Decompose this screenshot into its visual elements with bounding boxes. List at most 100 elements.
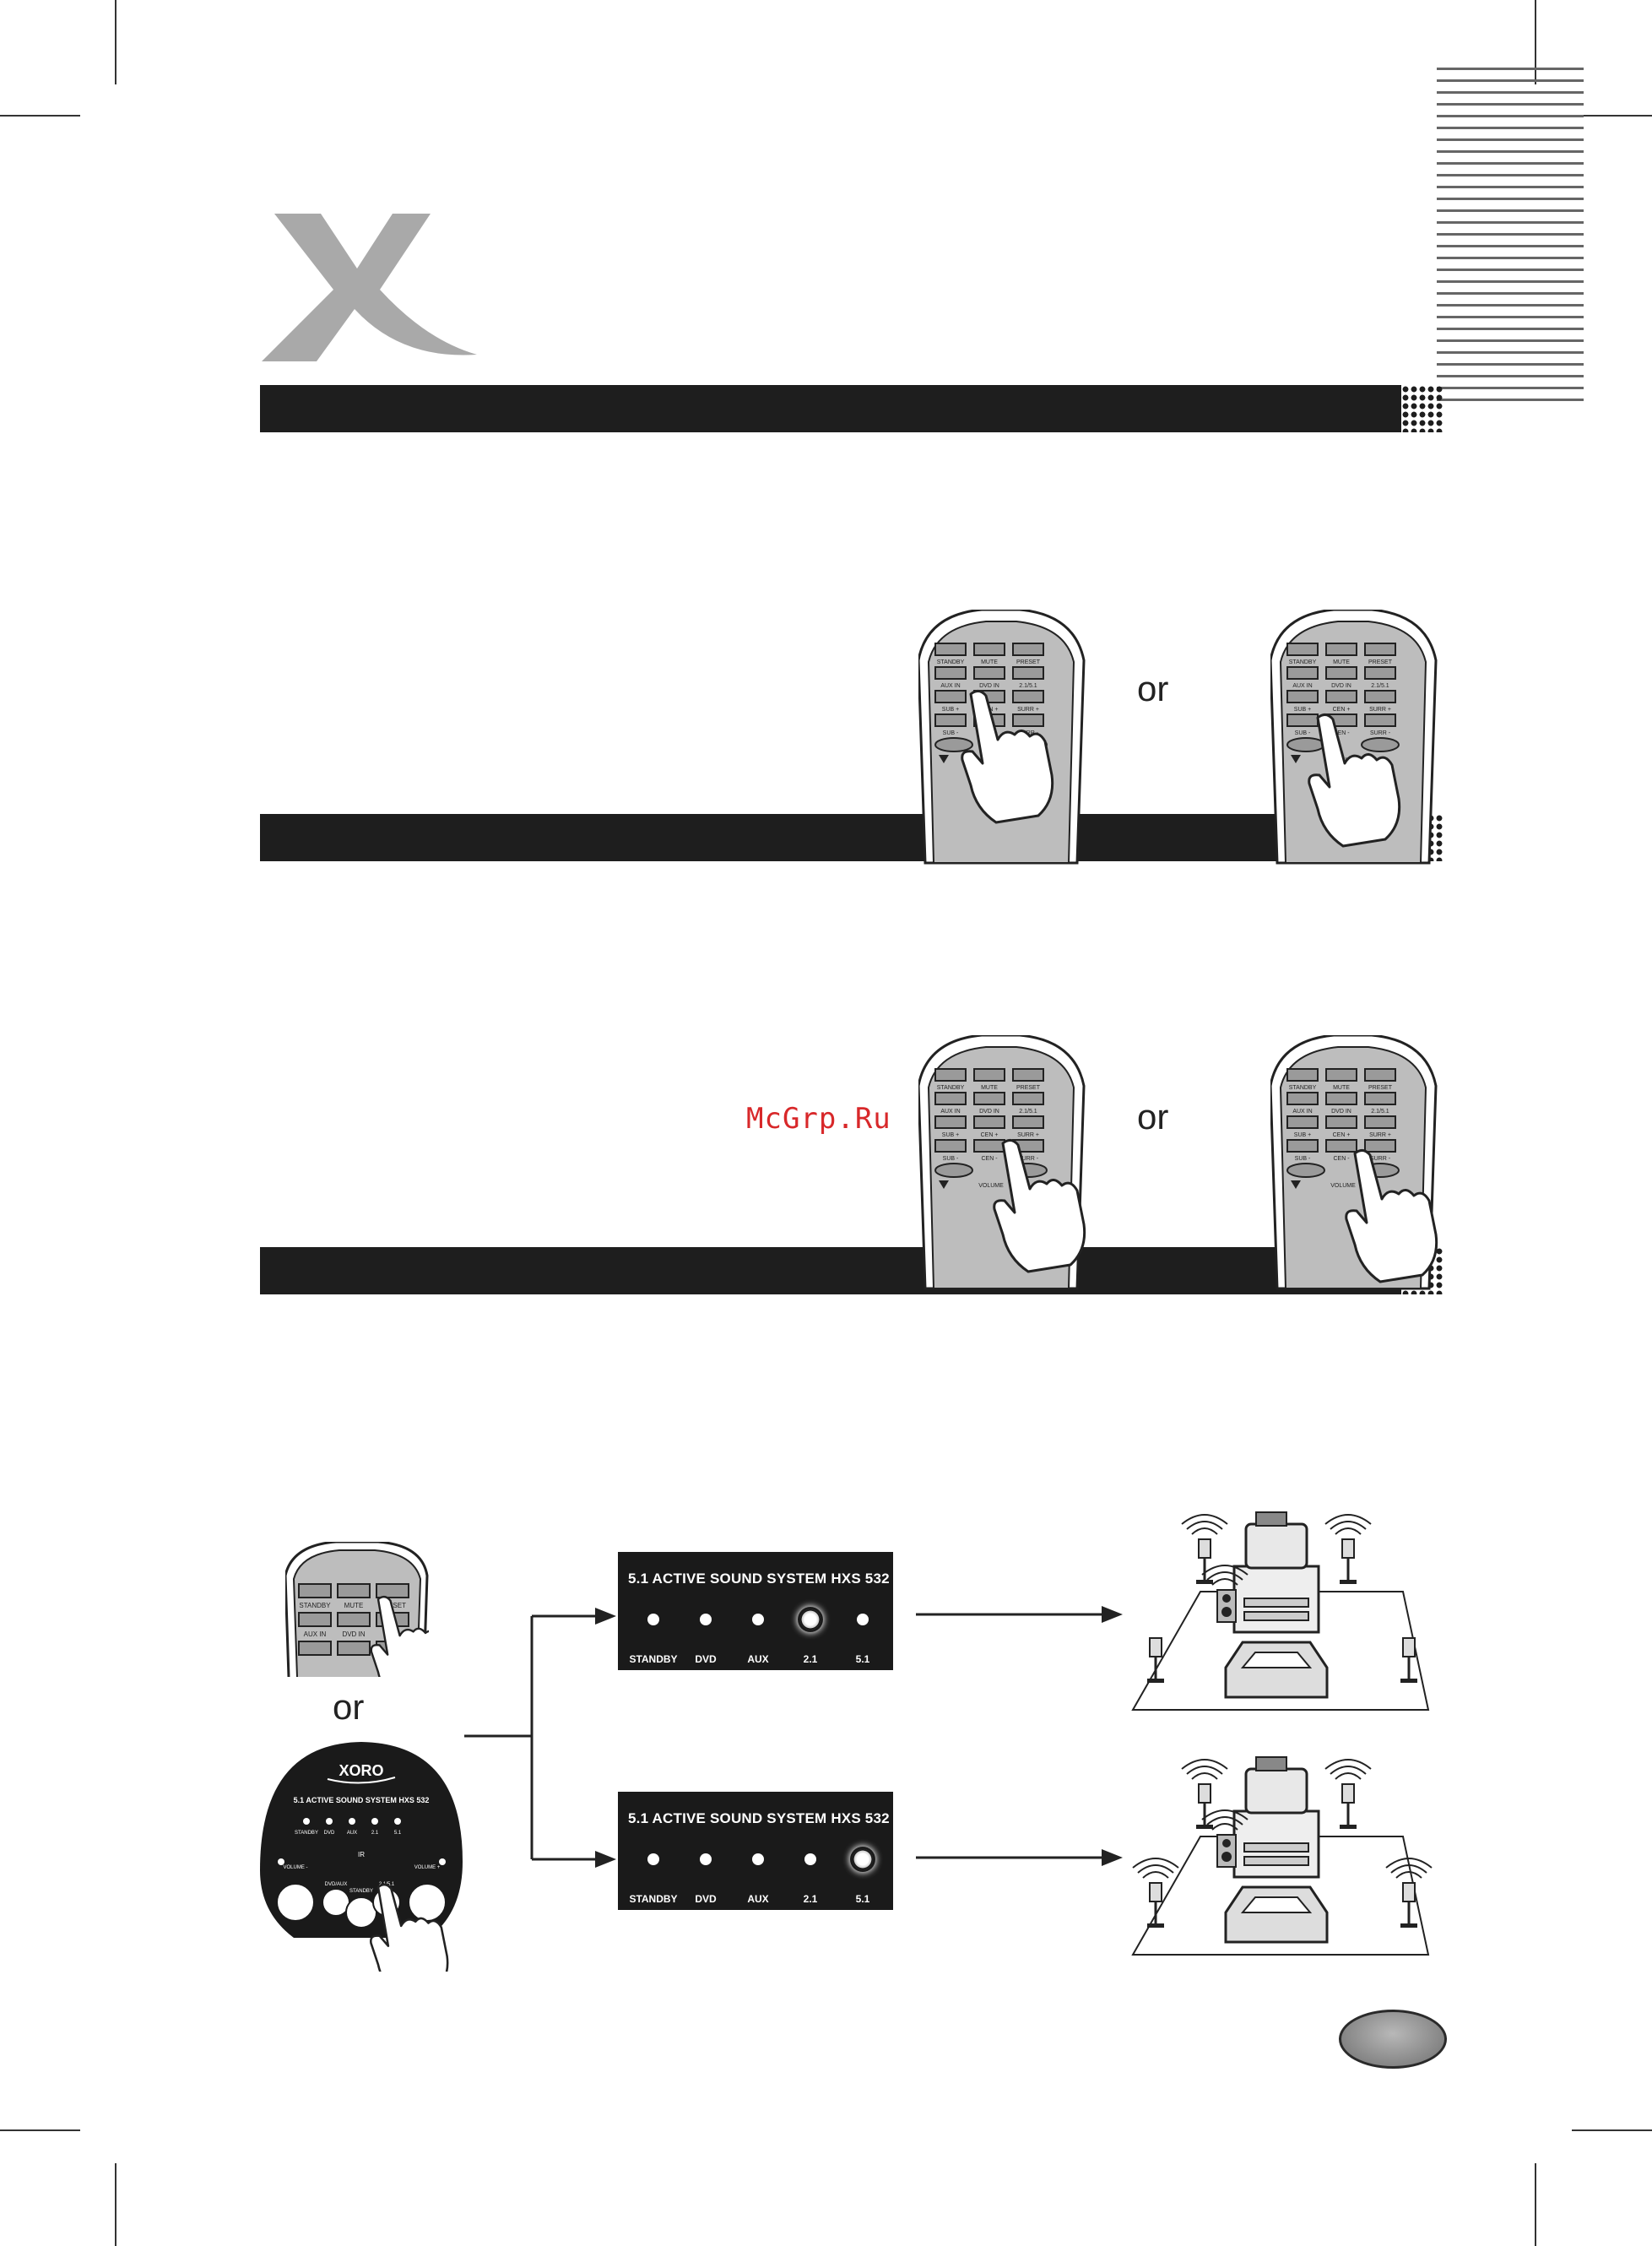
remote-label: AUX IN bbox=[940, 1109, 960, 1115]
remote-label: SUB - bbox=[1295, 730, 1311, 736]
remote-label: CEN + bbox=[1333, 1132, 1351, 1138]
indicator-led-active bbox=[853, 1849, 873, 1869]
remote-label: SURR + bbox=[1369, 1132, 1391, 1138]
remote-label: SURR - bbox=[1370, 1156, 1391, 1162]
crop-mark bbox=[115, 0, 116, 84]
room-scene-2-1 bbox=[1116, 1507, 1445, 1718]
watermark-text: McGrp.Ru bbox=[746, 1102, 891, 1136]
remote-label: SURR - bbox=[1370, 730, 1391, 736]
standby-label: STANDBY bbox=[349, 1889, 373, 1894]
remote-control-illustration: STANDBY MUTE PRESET AUX IN DVD IN 2.1/5.… bbox=[1269, 1033, 1439, 1293]
remote-label: SUB + bbox=[1294, 1132, 1311, 1138]
indicator-led bbox=[804, 1853, 816, 1865]
remote-label: DVD IN bbox=[1331, 1109, 1351, 1115]
indicator-led bbox=[647, 1853, 659, 1865]
crop-mark bbox=[0, 115, 80, 117]
remote-label: SUB + bbox=[942, 1132, 959, 1138]
ir-label: IR bbox=[358, 1851, 365, 1858]
front-panel-illustration: XORO 5.1 ACTIVE SOUND SYSTEM HXS 532 STA… bbox=[260, 1735, 463, 1998]
or-label: or bbox=[1137, 669, 1169, 708]
remote-label: 2.1/5.1 bbox=[1371, 683, 1389, 689]
crop-mark bbox=[1535, 0, 1536, 84]
remote-label: VOLUME bbox=[978, 1183, 1004, 1189]
remote-label: STANDBY bbox=[1289, 1085, 1317, 1091]
remote-label: SURR - bbox=[1018, 1156, 1039, 1162]
page-number-badge bbox=[1339, 2010, 1447, 2069]
section-header-bar bbox=[260, 1247, 1443, 1294]
indicator-label: 2.1 bbox=[803, 1653, 818, 1665]
remote-label: PRESET bbox=[1368, 659, 1393, 665]
remote-control-illustration: STANDBY MUTE PRESET AUX IN DVD IN 2. bbox=[284, 1540, 445, 1703]
indicator-label: 5.1 bbox=[394, 1831, 402, 1836]
or-label: or bbox=[333, 1687, 365, 1727]
remote-label: MUTE bbox=[344, 1602, 364, 1609]
flow-arrows bbox=[464, 1606, 1123, 1868]
panel-title: 5.1 ACTIVE SOUND SYSTEM HXS 532 bbox=[628, 1810, 890, 1826]
remote-label: DVD IN bbox=[979, 683, 999, 689]
crop-mark bbox=[115, 2163, 116, 2246]
remote-label: MUTE bbox=[1333, 659, 1350, 665]
remote-label: 2.1/5.1 bbox=[1019, 1109, 1037, 1115]
remote-label: MUTE bbox=[981, 659, 998, 665]
remote-label: SURR + bbox=[1369, 707, 1391, 713]
remote-label: SUB + bbox=[1294, 707, 1311, 713]
indicator-label: DVD bbox=[695, 1893, 717, 1905]
indicator-label: STANDBY bbox=[629, 1653, 678, 1665]
indicator-label: AUX bbox=[747, 1893, 769, 1905]
remote-label: CEN - bbox=[981, 1156, 998, 1162]
panel-title: 5.1 ACTIVE SOUND SYSTEM HXS 532 bbox=[628, 1571, 890, 1587]
volume-plus-label: VOLUME + bbox=[414, 1865, 441, 1870]
crop-mark bbox=[1535, 2163, 1536, 2246]
remote-control-illustration: STANDBY MUTE PRESET AUX IN DVD IN 2.1/5.… bbox=[1269, 608, 1439, 867]
remote-label: DVD IN bbox=[979, 1109, 999, 1115]
indicator-label: AUX bbox=[747, 1653, 769, 1665]
remote-label: SURR + bbox=[1017, 1132, 1039, 1138]
remote-label: CEN + bbox=[1333, 707, 1351, 713]
crop-mark bbox=[0, 2129, 80, 2131]
remote-label: CEN + bbox=[981, 1132, 999, 1138]
decorative-stripes bbox=[1437, 68, 1584, 410]
indicator-led bbox=[700, 1853, 712, 1865]
remote-label: PRESET bbox=[1368, 1085, 1393, 1091]
remote-label: STANDBY bbox=[937, 1085, 965, 1091]
remote-label: AUX IN bbox=[1292, 1109, 1312, 1115]
remote-label: AUX IN bbox=[1292, 683, 1312, 689]
remote-label: MUTE bbox=[981, 1085, 998, 1091]
remote-label: STANDBY bbox=[299, 1602, 331, 1609]
remote-label: SUB + bbox=[942, 707, 959, 713]
section-header-bar bbox=[260, 385, 1443, 432]
indicator-label: 2.1 bbox=[371, 1831, 379, 1836]
indicator-label: 5.1 bbox=[855, 1893, 870, 1905]
remote-label: SURR + bbox=[1017, 707, 1039, 713]
crop-mark bbox=[1572, 115, 1652, 117]
remote-control-illustration: STANDBY MUTE PRESET AUX IN DVD IN 2.1/5.… bbox=[917, 608, 1087, 867]
indicator-led-active bbox=[800, 1609, 821, 1630]
indicator-label: AUX bbox=[347, 1831, 357, 1836]
remote-label: SUB - bbox=[943, 1156, 959, 1162]
indicator-label: 5.1 bbox=[855, 1653, 870, 1665]
display-panel-2-1: 5.1 ACTIVE SOUND SYSTEM HXS 532 STANDBY … bbox=[618, 1552, 893, 1670]
remote-label: 2.1/5.1 bbox=[1019, 683, 1037, 689]
brand-text: XORO bbox=[339, 1762, 383, 1779]
indicator-led bbox=[857, 1614, 869, 1625]
remote-label: CEN - bbox=[1333, 730, 1350, 736]
indicator-led bbox=[752, 1853, 764, 1865]
remote-control-illustration: STANDBY MUTE PRESET AUX IN DVD IN 2.1/5.… bbox=[917, 1033, 1087, 1293]
crop-mark bbox=[1572, 2129, 1652, 2131]
indicator-led bbox=[647, 1614, 659, 1625]
remote-label: AUX IN bbox=[940, 683, 960, 689]
indicator-label: DVD bbox=[695, 1653, 717, 1665]
indicator-label: DVD bbox=[324, 1831, 335, 1836]
indicator-label: STANDBY bbox=[295, 1831, 318, 1836]
remote-label: STANDBY bbox=[937, 659, 965, 665]
volume-minus-label: VOLUME - bbox=[283, 1865, 307, 1870]
remote-label: DVD IN bbox=[1331, 683, 1351, 689]
indicator-led bbox=[700, 1614, 712, 1625]
remote-label: SUB - bbox=[943, 730, 959, 736]
remote-label: CEN - bbox=[1333, 1156, 1350, 1162]
display-panel-5-1: 5.1 ACTIVE SOUND SYSTEM HXS 532 STANDBY … bbox=[618, 1792, 893, 1910]
remote-label: DVD IN bbox=[342, 1630, 365, 1638]
remote-label: MUTE bbox=[1333, 1085, 1350, 1091]
or-label: or bbox=[1137, 1097, 1169, 1137]
indicator-label: 2.1 bbox=[803, 1893, 818, 1905]
